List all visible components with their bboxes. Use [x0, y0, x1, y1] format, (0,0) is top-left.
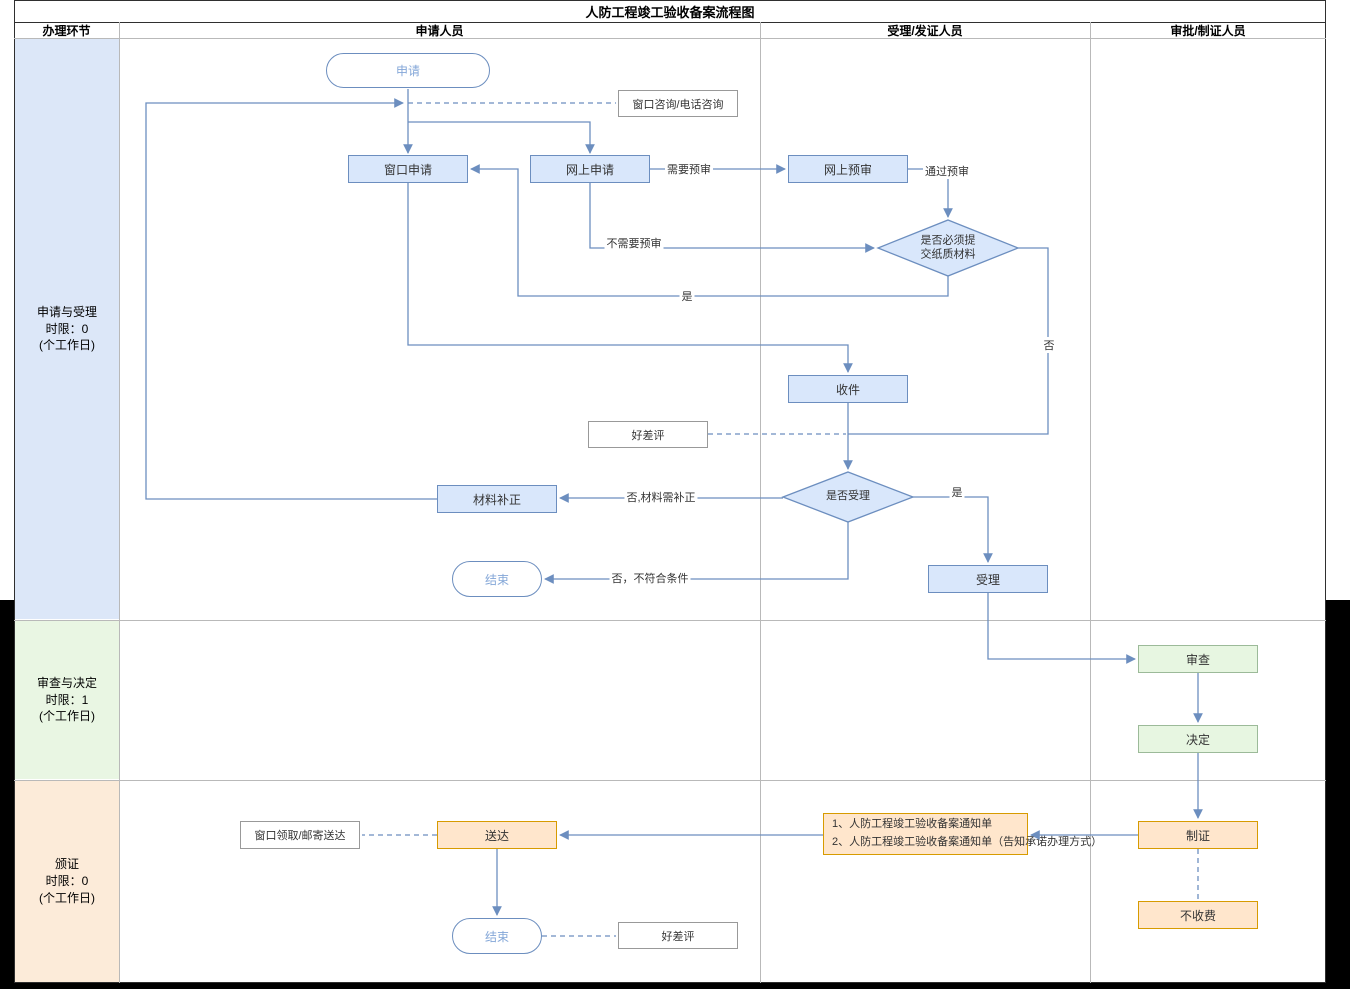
paper-decision-line2: 交纸质材料 — [920, 248, 976, 260]
screen-margin-right — [1326, 600, 1350, 989]
node-decide: 决定 — [1138, 725, 1258, 753]
node-notice-docs: 1、人防工程竣工验收备案通知单 2、人防工程竣工验收备案通知单（告知承诺办理方式… — [823, 813, 1102, 855]
edge-label-no-need-preview: 不需要预审 — [604, 235, 664, 251]
lane1-name: 申请与受理 — [36, 304, 97, 319]
screen-margin-left — [0, 600, 14, 989]
lane2-label-bg — [15, 621, 119, 779]
lane2-divider — [14, 780, 1326, 781]
lane3-unit: (个工作日) — [39, 890, 95, 905]
lane1-label-bg — [15, 39, 119, 619]
edge-label-fix-needed: 否,材料需补正 — [624, 489, 698, 505]
node-deliver: 送达 — [437, 821, 557, 849]
node-rating-2: 好差评 — [618, 922, 738, 949]
lane3-label-bg — [15, 781, 119, 982]
lane3-limit: 时限：0 — [45, 874, 89, 889]
col0-divider — [119, 22, 120, 983]
notice-line-2: 2、人防工程竣工验收备案通知单（告知承诺办理方式） — [832, 836, 1103, 848]
column-header-step: 办理环节 — [42, 23, 91, 38]
edge-label-need-preview: 需要预审 — [665, 161, 713, 177]
title-divider — [14, 22, 1326, 23]
lane-label-apply-accept: 申请与受理 时限：0 (个工作日) — [15, 39, 119, 619]
node-window-consult: 窗口咨询/电话咨询 — [618, 90, 738, 117]
lane1-limit: 时限：0 — [45, 321, 89, 336]
header-divider — [14, 38, 1326, 39]
node-online-preview: 网上预审 — [788, 155, 908, 183]
node-online-apply: 网上申请 — [530, 155, 650, 183]
lane-label-issue-cert: 颁证 时限：0 (个工作日) — [15, 781, 119, 982]
node-receive: 收件 — [788, 375, 908, 403]
node-material-fix: 材料补正 — [437, 485, 557, 513]
node-start-apply: 申请 — [326, 53, 490, 88]
node-accept: 受理 — [928, 565, 1048, 593]
paper-decision-line1: 是否必须提 — [920, 234, 976, 247]
edge-label-paper-no: 否 — [1041, 337, 1057, 353]
node-make-cert: 制证 — [1138, 821, 1258, 849]
node-end-1: 结束 — [452, 561, 542, 597]
lane-label-review-decide: 审查与决定 时限：1 (个工作日) — [15, 621, 119, 779]
column-header-approver: 审批/制证人员 — [1170, 23, 1246, 38]
edge-label-pass-preview: 通过预审 — [923, 163, 971, 179]
lane3-name: 颁证 — [54, 857, 79, 872]
column-header-acceptor: 受理/发证人员 — [887, 23, 963, 38]
notice-line-1: 1、人防工程竣工验收备案通知单 — [832, 818, 993, 831]
node-window-apply: 窗口申请 — [348, 155, 468, 183]
node-pickup-mail: 窗口领取/邮寄送达 — [240, 821, 360, 849]
screen-margin-bottom — [0, 983, 1350, 989]
decision-accept-label: 是否受理 — [826, 490, 870, 503]
column-header-applicant: 申请人员 — [415, 23, 464, 38]
col2-divider — [1090, 22, 1091, 983]
node-review: 审查 — [1138, 645, 1258, 673]
edge-label-not-qualified: 否，不符合条件 — [609, 570, 691, 586]
node-rating-1: 好差评 — [588, 421, 708, 448]
lane1-unit: (个工作日) — [39, 338, 95, 353]
node-end-2: 结束 — [452, 918, 542, 954]
col1-divider — [760, 22, 761, 983]
lane2-limit: 时限：1 — [45, 692, 89, 707]
diagram-title: 人防工程竣工验收备案流程图 — [585, 4, 755, 20]
lane2-name: 审查与决定 — [36, 675, 97, 690]
decision-paper-required-label: 是否必须提 交纸质材料 — [921, 234, 976, 262]
lane2-unit: (个工作日) — [39, 709, 95, 724]
lane1-divider — [14, 620, 1326, 621]
edge-label-paper-yes: 是 — [679, 288, 695, 304]
edge-label-accept-yes: 是 — [949, 484, 965, 500]
node-no-fee: 不收费 — [1138, 901, 1258, 929]
